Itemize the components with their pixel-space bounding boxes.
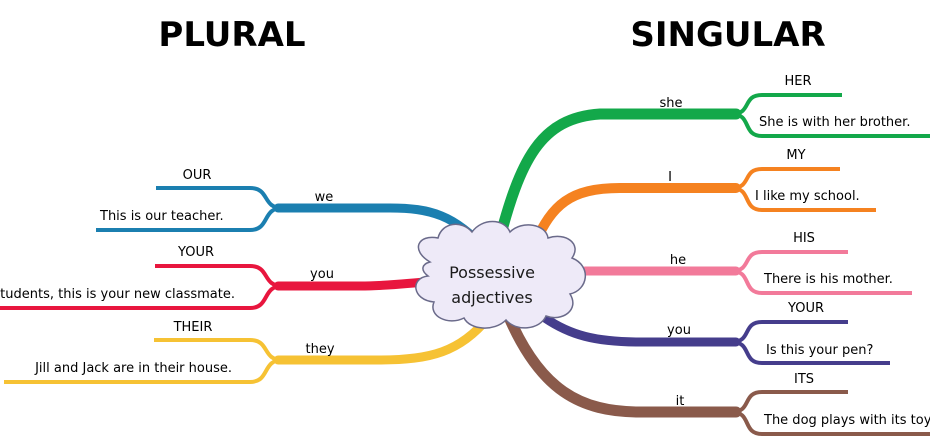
branch-you-singular-fork xyxy=(731,320,890,365)
branch-she: she HER She is with her brother. xyxy=(492,74,930,251)
branch-it-trunk xyxy=(502,309,742,418)
example-our: This is our teacher. xyxy=(99,209,224,224)
adjective-its: ITS xyxy=(794,372,814,387)
adjective-our: OUR xyxy=(183,168,212,183)
adjective-their: THEIR xyxy=(173,320,213,335)
adjective-her: HER xyxy=(784,74,811,89)
example-your-plural: Students, this is your new classmate. xyxy=(0,287,235,302)
example-his: There is his mother. xyxy=(763,272,893,287)
example-its: The dog plays with its toy. xyxy=(763,413,930,428)
example-their: Jill and Jack are in their house. xyxy=(34,361,232,376)
pronoun-you-singular: you xyxy=(667,323,691,338)
center-node: Possessive adjectives xyxy=(415,220,587,329)
pronoun-it: it xyxy=(676,394,685,409)
center-label-line1: Possessive xyxy=(449,263,535,282)
cloud-shape xyxy=(415,220,587,329)
branch-he-fork xyxy=(731,250,912,295)
branch-i: I MY I like my school. xyxy=(530,148,876,248)
adjective-your-plural: YOUR xyxy=(177,245,214,260)
pronoun-i: I xyxy=(668,170,672,185)
pronoun-she: she xyxy=(659,96,682,111)
example-her: She is with her brother. xyxy=(759,115,910,130)
branch-it-fork xyxy=(731,390,930,436)
pronoun-he: he xyxy=(670,253,686,268)
branch-they-fork xyxy=(4,338,283,384)
branch-it: it ITS The dog plays with its toy. xyxy=(502,309,930,436)
branch-they: they THEIR Jill and Jack are in their ho… xyxy=(4,313,493,384)
center-label-line2: adjectives xyxy=(451,288,532,307)
branch-you-plural-fork xyxy=(0,264,283,310)
singular-heading: SINGULAR xyxy=(630,15,825,55)
branch-i-fork xyxy=(731,167,876,212)
plural-heading: PLURAL xyxy=(158,15,305,55)
branch-you-plural-trunk xyxy=(273,277,430,291)
adjective-your-singular: YOUR xyxy=(787,301,824,316)
branch-he: he HIS There is his mother. xyxy=(580,231,912,295)
branch-we-fork xyxy=(96,186,283,232)
branch-i-trunk xyxy=(530,183,741,248)
branch-she-fork xyxy=(731,93,930,138)
adjective-his: HIS xyxy=(793,231,815,246)
example-your-singular: Is this your pen? xyxy=(766,343,873,358)
pronoun-we: we xyxy=(315,190,334,205)
branch-you-plural: you YOUR Students, this is your new clas… xyxy=(0,245,430,310)
pronoun-you-plural: you xyxy=(310,267,334,282)
adjective-my: MY xyxy=(786,148,805,163)
pronoun-they: they xyxy=(305,342,334,357)
branch-you-singular-trunk xyxy=(540,313,741,347)
branch-she-trunk xyxy=(492,108,742,251)
branch-they-trunk xyxy=(273,313,493,365)
example-my: I like my school. xyxy=(755,189,860,204)
branch-you-singular: you YOUR Is this your pen? xyxy=(540,301,890,365)
